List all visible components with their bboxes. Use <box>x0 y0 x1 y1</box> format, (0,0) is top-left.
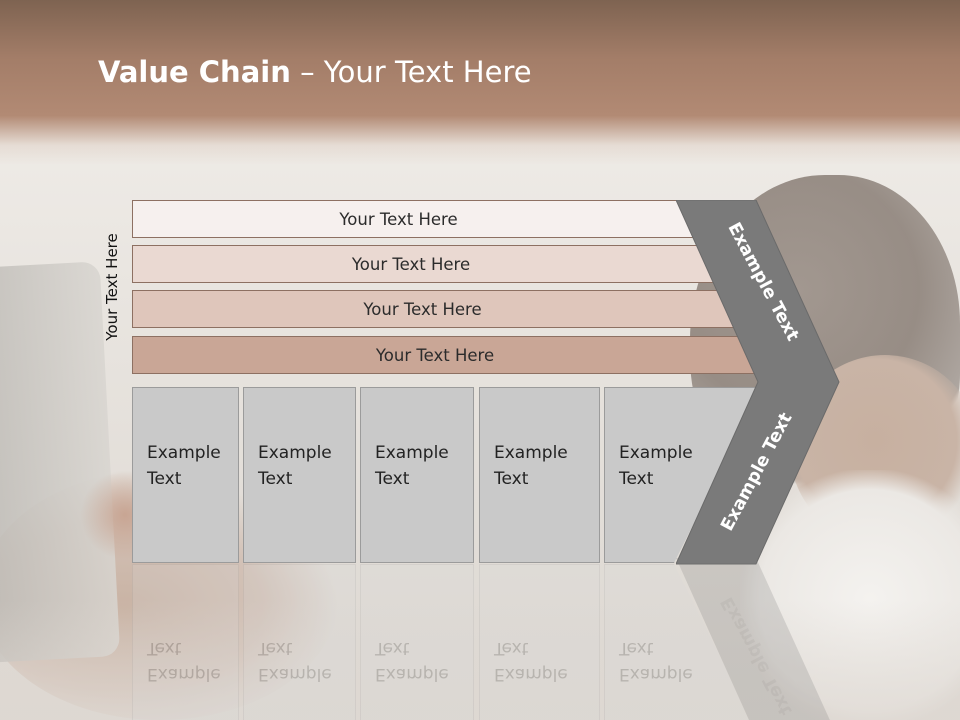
reflection-chevron-shape <box>676 558 839 720</box>
cell-line-1: Example <box>147 443 221 463</box>
reflection-cell: Example Text <box>132 564 239 720</box>
reflection-chevron <box>676 558 839 720</box>
value-bar-4[interactable]: Your Text Here <box>132 336 766 374</box>
cell-line-2: Text <box>258 469 293 489</box>
cell-line-1: Example <box>375 443 449 463</box>
cell-line-2: Text <box>147 638 182 658</box>
margin-chevron[interactable] <box>676 200 842 566</box>
cell-line-1: Example <box>619 443 693 463</box>
cell-line-2: Text <box>147 469 182 489</box>
reflection-cell: Example Text <box>243 564 356 720</box>
title-bold: Value Chain <box>98 55 291 89</box>
cell-line-2: Text <box>258 638 293 658</box>
value-bar-label: Your Text Here <box>375 345 495 365</box>
reflection-inner: Example Text Example Text Example Text E… <box>0 558 960 720</box>
reflection-cell: Example Text <box>360 564 474 720</box>
value-bar-label: Your Text Here <box>363 299 482 319</box>
activity-cell-4[interactable]: Example Text <box>479 387 600 563</box>
activity-cell-1[interactable]: Example Text <box>132 387 239 563</box>
cell-line-2: Text <box>494 469 529 489</box>
activity-cell-2[interactable]: Example Text <box>243 387 356 563</box>
cell-line-2: Text <box>619 469 654 489</box>
chevron-shape <box>676 200 840 565</box>
cell-line-1: Example <box>494 443 568 463</box>
value-bar-label: Your Text Here <box>351 254 471 274</box>
background-bottom-fade <box>0 600 960 720</box>
cell-line-1: Example <box>147 664 221 684</box>
cell-line-1: Example <box>258 664 332 684</box>
value-bar-label: Your Text Here <box>339 209 458 229</box>
value-bar-1[interactable]: Your Text Here <box>132 200 693 238</box>
side-label[interactable]: Your Text Here <box>103 233 121 341</box>
cell-line-1: Example <box>258 443 332 463</box>
value-bar-3[interactable]: Your Text Here <box>132 290 741 328</box>
cell-line-1: Example <box>375 664 449 684</box>
reflection: Example Text Example Text Example Text E… <box>0 408 960 720</box>
slide-title[interactable]: Value Chain – Your Text Here <box>98 55 532 89</box>
header-band: Value Chain – Your Text Here <box>0 0 960 165</box>
cell-line-2: Text <box>494 638 529 658</box>
cell-line-1: Example <box>494 664 568 684</box>
title-rest: – Your Text Here <box>290 55 532 89</box>
value-bar-2[interactable]: Your Text Here <box>132 245 718 283</box>
cell-line-2: Text <box>375 469 410 489</box>
activity-cell-3[interactable]: Example Text <box>360 387 474 563</box>
reflection-cell: Example Text <box>479 564 600 720</box>
cell-line-2: Text <box>375 638 410 658</box>
